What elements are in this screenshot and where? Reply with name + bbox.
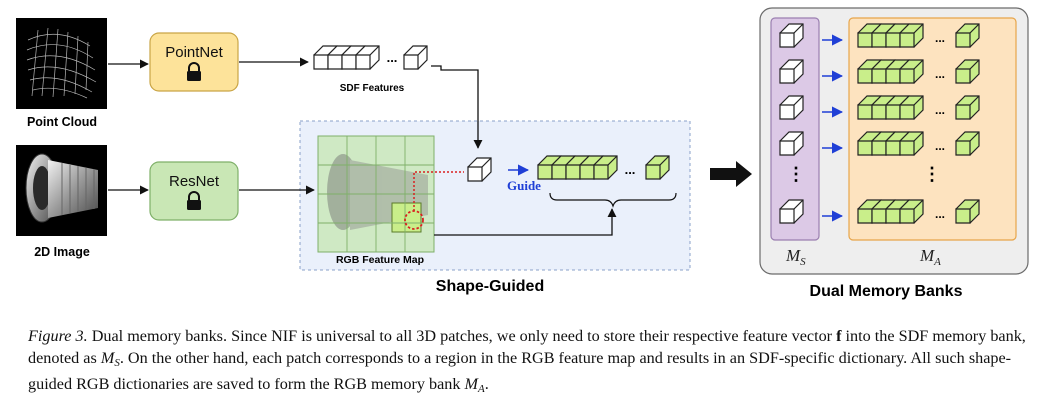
caption-vector-f: f	[836, 327, 842, 345]
lock-icon	[187, 62, 201, 81]
caption-text-1: Dual memory banks. Since NIF is universa…	[87, 327, 837, 345]
shape-guided-label: Shape-Guided	[436, 278, 544, 295]
dictionary-ellipsis: ...	[625, 162, 636, 177]
memory-row: ...	[779, 23, 980, 48]
arrow-icon	[434, 208, 617, 236]
ms-vertical-dots: ⋮	[787, 164, 805, 184]
caption-label: Figure 3.	[28, 327, 88, 345]
caption-ma: MA	[464, 375, 485, 395]
guide-label: Guide	[507, 178, 541, 193]
memory-row: ...	[779, 95, 980, 120]
arrow-icon	[431, 65, 483, 149]
input-2d-image	[16, 145, 107, 236]
memory-row: ...	[779, 131, 980, 156]
ms-label: MS	[785, 246, 806, 268]
memory-row: ...	[779, 199, 980, 224]
patch-link	[413, 171, 464, 211]
caption-text-2: into the SDF memory bank, denoted as	[28, 327, 1026, 367]
pointnet-block: PointNet	[149, 32, 239, 92]
ma-vertical-dots: ⋮	[923, 164, 941, 184]
memory-row: ...	[779, 59, 980, 84]
image-label: 2D Image	[34, 245, 90, 259]
figure-caption: Figure 3. Dual memory banks. Since NIF i…	[28, 326, 1028, 401]
dual-memory-label: Dual Memory Banks	[810, 283, 963, 300]
caption-text-4: .	[484, 375, 489, 393]
sdf-ellipsis: ...	[387, 50, 398, 65]
curly-brace-icon	[549, 192, 677, 208]
pointnet-label: PointNet	[165, 44, 223, 61]
rgb-feature-map-label: RGB Feature Map	[336, 254, 424, 266]
ma-label: MA	[919, 246, 941, 268]
resnet-block: ResNet	[149, 161, 239, 221]
figure-diagram: Point Cloud 2D Image PointNet ResNet	[16, 7, 1029, 300]
row-ellipsis: ...	[935, 207, 945, 221]
point-cloud-image	[16, 18, 107, 109]
arrow-icon	[710, 161, 752, 187]
sdf-features-label: SDF Features	[340, 83, 405, 94]
caption-ms: MS	[100, 348, 120, 369]
row-ellipsis: ...	[935, 103, 945, 117]
row-ellipsis: ...	[935, 139, 945, 153]
sdf-feature-vector	[313, 45, 428, 70]
point-cloud-label: Point Cloud	[27, 115, 97, 129]
caption-text-3: . On the other hand, each patch correspo…	[28, 348, 1012, 394]
row-ellipsis: ...	[935, 31, 945, 45]
memory-rows: ...............	[779, 23, 980, 224]
lock-icon	[187, 191, 201, 210]
row-ellipsis: ...	[935, 67, 945, 81]
resnet-label: ResNet	[169, 173, 220, 190]
rgb-feature-map	[317, 135, 435, 253]
